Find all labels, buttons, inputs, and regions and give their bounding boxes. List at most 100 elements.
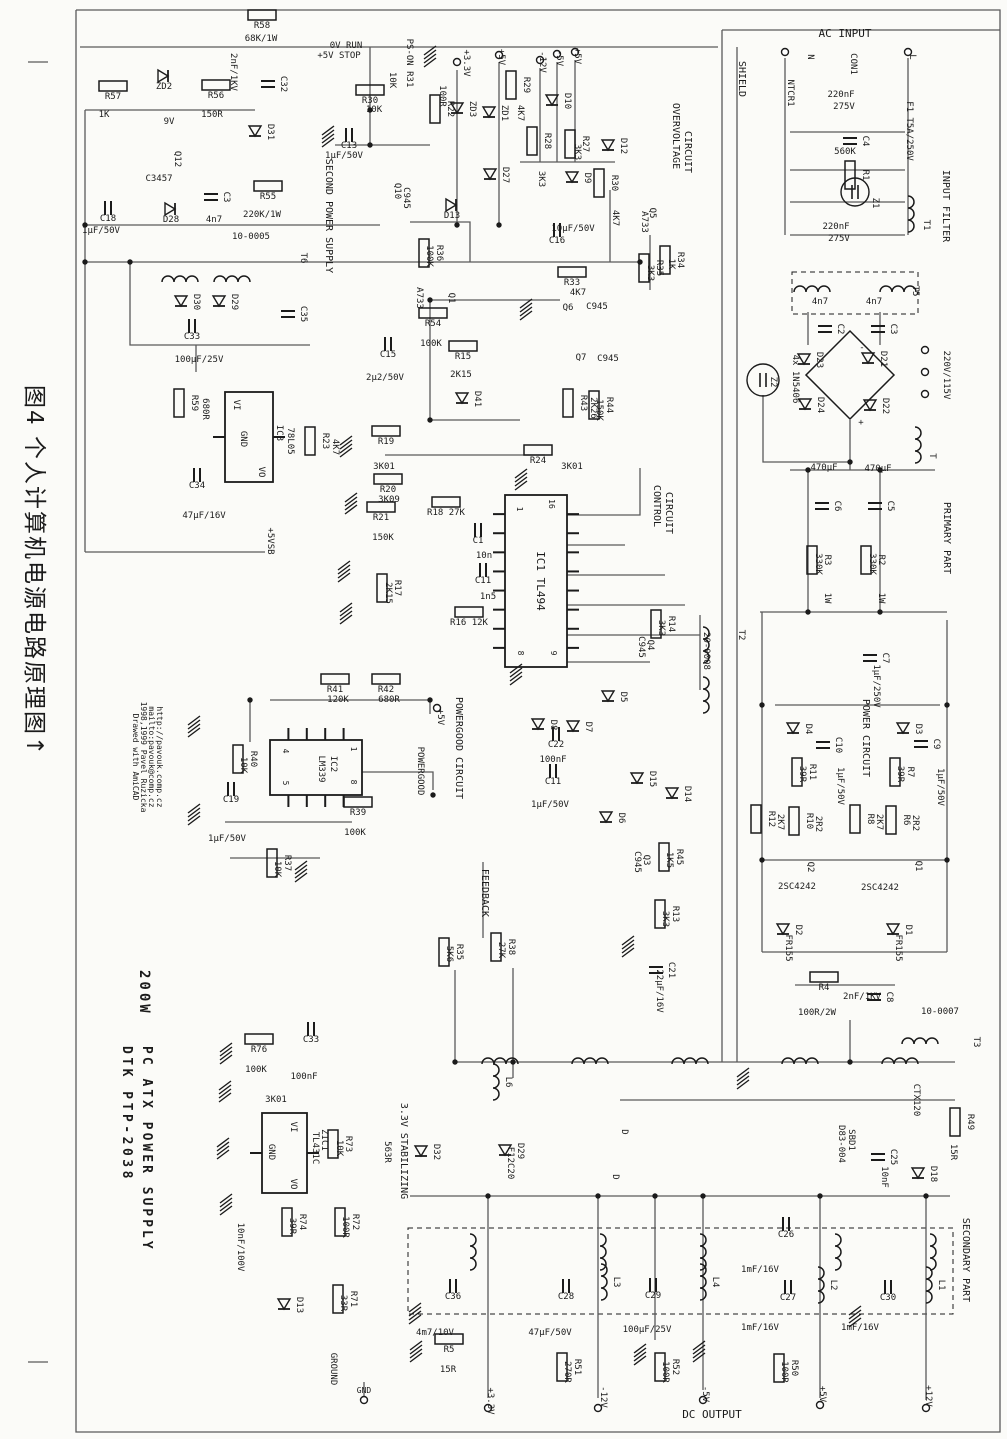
schematic-label: C16 <box>549 236 565 246</box>
coil-symbol <box>702 626 710 664</box>
coil-symbol <box>901 1037 939 1045</box>
schematic-label: 27K <box>496 942 506 959</box>
schematic-label: R58 <box>254 21 270 31</box>
coil-symbol <box>702 676 710 714</box>
schematic-label: CONTROL <box>651 485 662 527</box>
diode-symbol <box>565 720 581 733</box>
wire <box>567 468 641 516</box>
schematic-label: R50 <box>789 1360 799 1376</box>
schematic-label: T3 <box>971 1037 981 1048</box>
junction-dot <box>847 459 853 465</box>
ground-icon <box>339 606 353 617</box>
resistor-symbol <box>373 473 403 485</box>
junction-dot <box>82 222 88 228</box>
coil-symbol <box>929 1233 937 1271</box>
ground-icon <box>187 811 201 822</box>
resistor-symbol <box>806 545 818 575</box>
schematic-label: C11 <box>545 777 561 787</box>
schematic-label: R10 <box>804 813 814 829</box>
ground-icon <box>218 1084 232 1095</box>
schematic-label: R14 <box>666 616 676 632</box>
schematic-label: 4K7 <box>570 288 586 298</box>
diode-symbol <box>600 690 616 703</box>
ground-icon <box>218 1080 232 1091</box>
ground-icon <box>633 1347 647 1358</box>
schematic-label: 563R <box>382 1141 392 1163</box>
ground-icon <box>339 602 353 613</box>
resistor-symbol <box>849 804 861 834</box>
schematic-label: R4 <box>819 983 830 993</box>
ground-icon <box>423 45 437 56</box>
terminal <box>494 50 504 60</box>
schematic-label: 2K15 <box>383 582 393 604</box>
schematic-label: -12V <box>598 1386 608 1408</box>
resistor-symbol <box>562 388 574 418</box>
schematic-label: R27 <box>580 136 590 152</box>
schematic-label: C35 <box>298 306 308 322</box>
schematic-label: 4x 1N5406 <box>790 355 800 404</box>
schematic-label: D29 <box>229 294 239 310</box>
resistor-symbol <box>334 1207 346 1237</box>
ground-icon <box>219 1201 233 1212</box>
diode-symbol <box>276 1298 292 1311</box>
ground-icon <box>514 480 528 491</box>
junction-dot <box>454 222 460 228</box>
ground-icon <box>344 496 358 507</box>
schematic-label: R52 <box>670 1359 680 1375</box>
schematic-label: CIRCUIT <box>682 131 693 173</box>
junction-dot <box>367 142 373 148</box>
schematic-label: FEEDBACK <box>479 869 490 917</box>
ground-icon <box>514 476 528 487</box>
schematic-label: 680R <box>378 695 400 705</box>
junction-dot <box>430 792 436 798</box>
diode-symbol <box>530 718 546 731</box>
resistor-symbol <box>343 796 373 808</box>
ground-icon <box>423 49 437 60</box>
schematic-label: NTCR1 <box>785 79 795 106</box>
schematic-label: A733 <box>414 287 424 309</box>
diode-symbol <box>247 125 263 138</box>
schematic-label: 560K <box>834 147 856 157</box>
schematic-label: 68K/1W <box>245 34 278 44</box>
schematic-label: 2SC4242 <box>861 883 899 893</box>
schematic-label: R1 <box>860 170 870 181</box>
schematic-label: R20 <box>380 485 396 495</box>
schematic-label: R15 <box>455 352 471 362</box>
wire <box>75 9 1001 1433</box>
schematic-label: T5 <box>910 286 920 297</box>
schematic-label: L2 <box>828 1280 838 1291</box>
wire <box>362 771 434 790</box>
schematic-label: 47μF/16V <box>182 511 226 521</box>
bridge-rectifier-symbol <box>804 329 896 421</box>
schematic-label: - <box>859 343 864 353</box>
schematic-label: D27 <box>500 167 510 183</box>
schematic-label: +5VSB <box>265 527 275 554</box>
resistor-symbol <box>505 70 517 100</box>
coil-symbol <box>793 285 831 293</box>
schematic-label: L1 <box>936 1280 946 1291</box>
schematic-label: T6 <box>298 253 308 264</box>
resistor-symbol <box>201 79 231 91</box>
ground-icon <box>408 1314 422 1325</box>
ground-icon <box>519 310 533 321</box>
schematic-label: D5 <box>618 692 628 703</box>
schematic-label: 100nF <box>290 1072 317 1082</box>
ground-icon <box>219 1050 233 1061</box>
schematic-label: 1K5 <box>664 852 674 868</box>
diode-symbol <box>895 722 911 735</box>
junction-dot <box>877 609 883 615</box>
diode-symbol <box>497 1144 513 1157</box>
schematic-label: PRIMARY PART <box>941 502 952 574</box>
ground-icon <box>848 1317 862 1328</box>
schematic-label: D1 <box>903 925 913 936</box>
ground-icon <box>633 1355 647 1366</box>
resistor-symbol <box>371 425 401 437</box>
schematic-label: D3 <box>913 724 923 735</box>
resistor-symbol <box>266 848 278 878</box>
schematic-label: D24 <box>815 397 825 413</box>
schematic-label: VI <box>231 400 241 411</box>
schematic-label: VI <box>288 1122 298 1133</box>
ground-icon <box>736 1075 750 1086</box>
schematic-label: VO <box>288 1179 298 1190</box>
